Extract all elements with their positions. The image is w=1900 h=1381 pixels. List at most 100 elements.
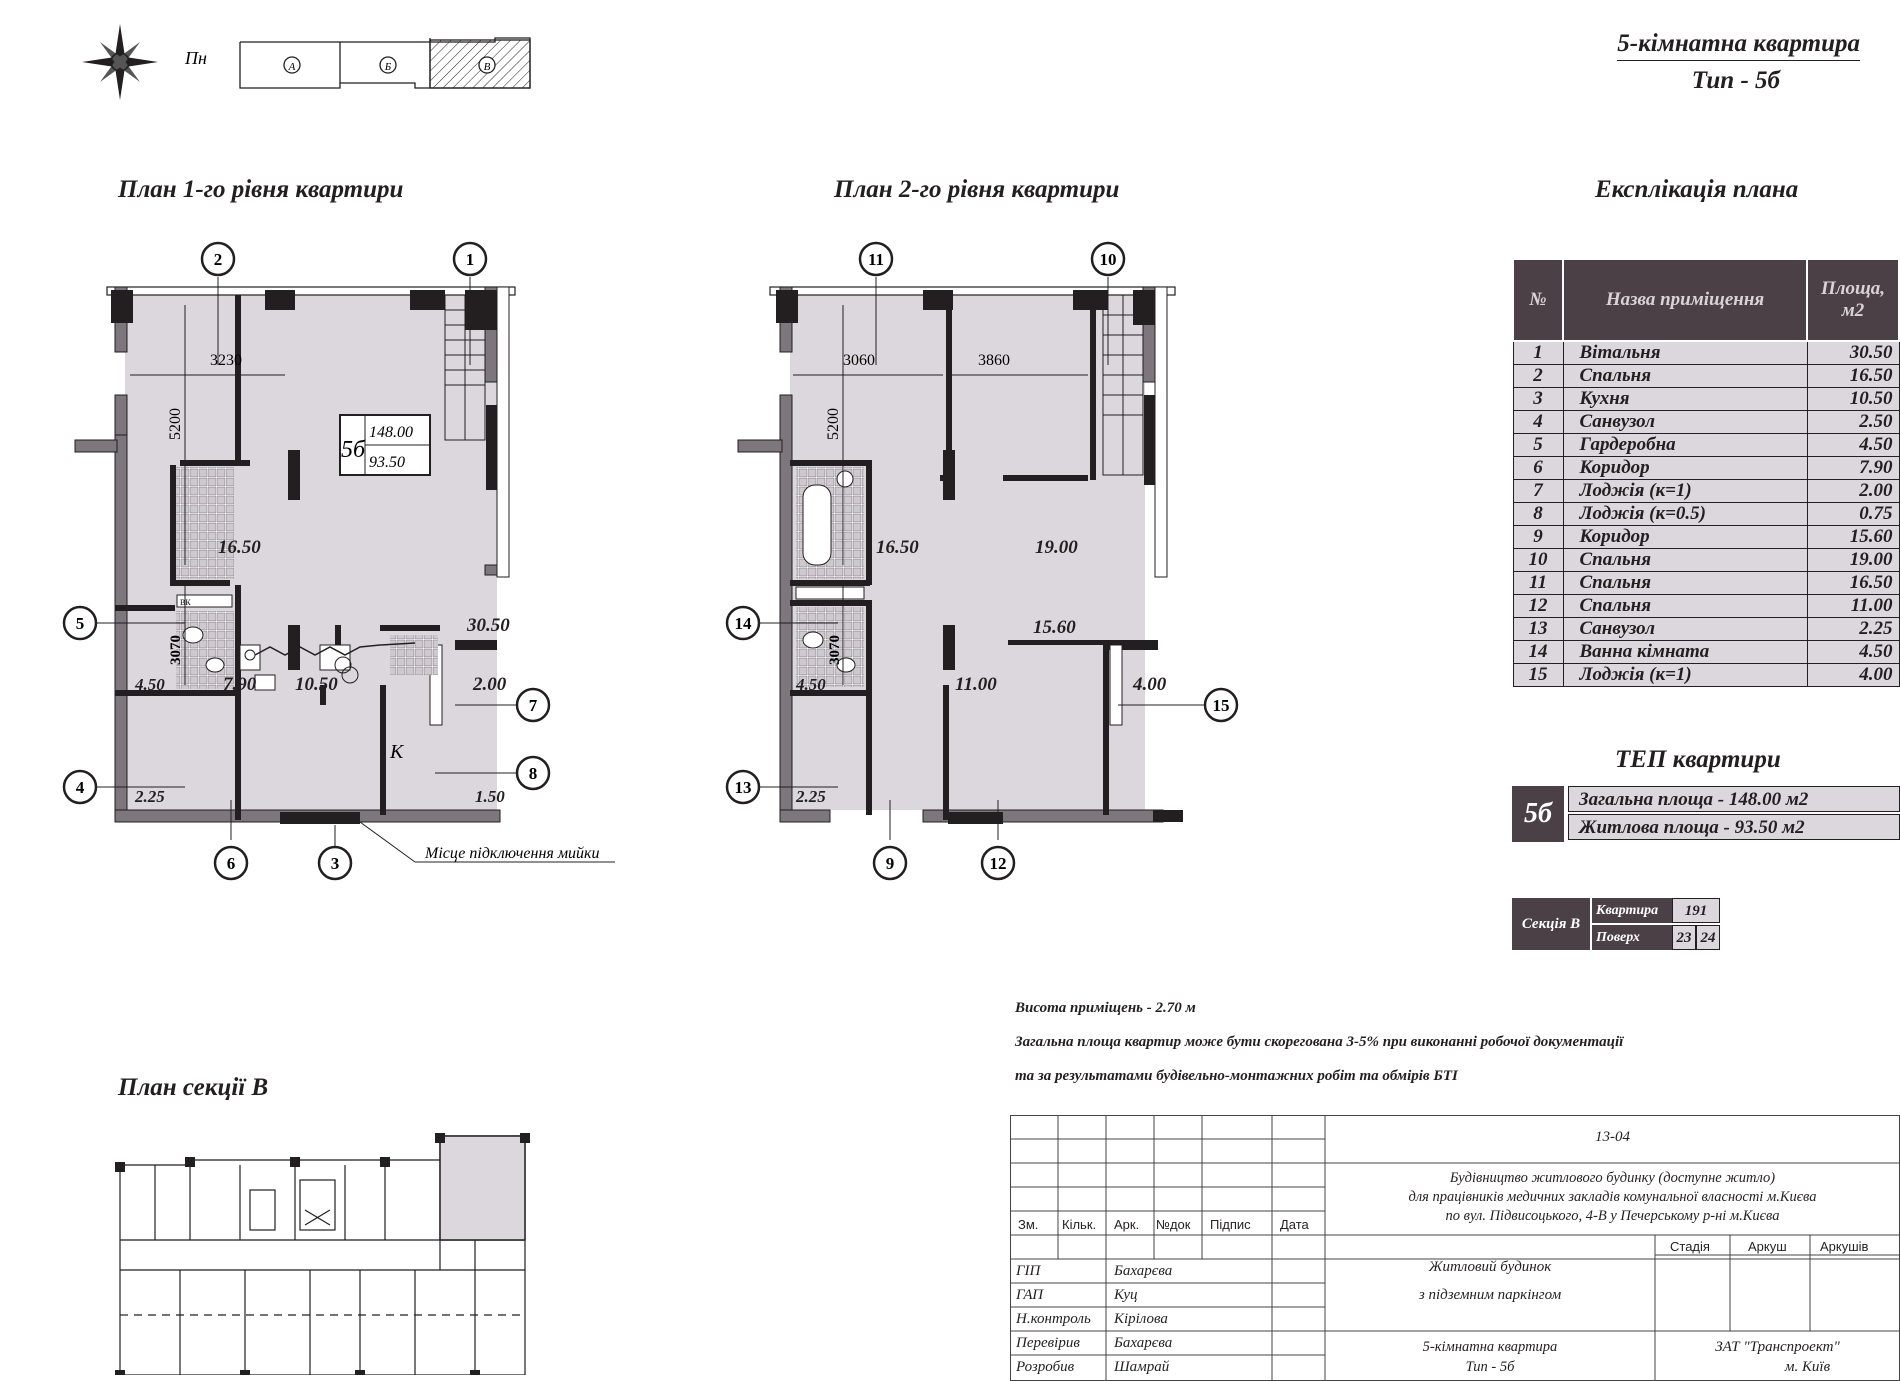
callout-6: 6 [227,854,236,873]
l1-badge-total: 148.00 [369,424,413,441]
stamp-stage: Стадія [1670,1239,1710,1254]
l1-area-living: 30.50 [466,615,510,636]
l2-dim-width2: 3860 [978,352,1010,369]
stamp-project-line2: для працівників медичних закладів комуна… [1408,1189,1817,1205]
col-area: Площа, м2 [1806,258,1900,342]
callout-10: 10 [1100,250,1117,269]
l2-dim-height2: 3070 [827,635,843,665]
callout-2: 2 [214,250,223,269]
l1-area-corridor: 7.90 [223,674,257,695]
l1-area-loggia1: 2.00 [472,674,507,695]
col-number: № [1512,258,1564,342]
note-ceiling-height: Висота приміщень - 2.70 м [1015,1000,1196,1016]
stamp-code: 13-04 [1595,1129,1630,1145]
l2-area-bedroom11: 16.50 [876,537,919,558]
l1-dim-height: 5200 [167,408,184,440]
title-line1: 5-кімнатна квартира [1617,30,1860,61]
compass-rose-icon [82,24,158,100]
section-apartment-value: 191 [1672,898,1720,923]
section-label: Секція В [1512,898,1590,950]
stamp-sheet-line1: 5-кімнатна квартира [1422,1339,1558,1355]
stamp-building-line2: з підземним паркінгом [1418,1287,1562,1303]
l1-dim-width: 3230 [210,352,242,369]
callout-11: 11 [868,250,884,269]
tep-title: ТЕП квартири [1615,746,1781,773]
stamp-company-line1: ЗАТ "Транспроект" [1715,1339,1840,1355]
level2-floor-plan: 3060 3860 5200 3070 16.50 19.00 15.60 4.… [725,241,1239,881]
col-pidpys: Підпис [1210,1217,1251,1232]
note-area-adjustment: Загальна площа квартир може бути скорего… [1015,1034,1624,1050]
level1-floor-plan: ВК 3230 5200 3070 16.50 30.50 4.50 7.90 … [62,241,615,881]
explication-title: Експлікація плана [1595,176,1799,203]
l1-area-kitchen: 10.50 [295,674,338,695]
note-bti: та за результатами будівельно-монтажних … [1015,1068,1458,1084]
l1-area-loggia05: 1.50 [475,787,505,806]
section-floor-value-1: 23 [1672,925,1696,950]
stamp-building: Житловий будинок з підземним паркінгом [1325,1253,1655,1309]
l2-area-loggia: 4.00 [1132,674,1167,695]
l1-area-wc: 2.25 [134,787,165,806]
stamp-sheets: Аркушів [1820,1239,1869,1254]
callout-8: 8 [529,764,538,783]
title-block [1010,1115,1900,1381]
callout-15: 15 [1213,696,1230,715]
l2-area-bedroom10: 19.00 [1035,537,1078,558]
title-line2: Тип - 5б [1691,67,1780,94]
l2-dim-height: 5200 [825,408,842,440]
level1-plan-title: План 1-го рівня квартири [118,176,404,203]
stamp-project-line1: Будівництво житлового будинку (доступне … [1449,1170,1776,1186]
stamp-project-line3: по вул. Підвисоцького, 4-В у Печерському… [1445,1208,1780,1224]
l1-sink-note: Місце підключення мийки [424,845,600,862]
level2-plan-title: План 2-го рівня квартири [834,176,1120,203]
l1-badge-living: 93.50 [369,454,405,471]
section-floor-label: Поверх [1592,925,1672,950]
l2-area-corridor: 15.60 [1033,617,1076,638]
tep-living-area: Житлова площа - 93.50 м2 [1568,814,1900,840]
section-v-label: В [484,61,491,73]
section-b-label: Б [384,61,392,73]
stamp-building-line1: Житловий будинок [1428,1259,1552,1275]
stamp-sheet-line2: Тип - 5б [1465,1359,1515,1375]
section-key-plan [239,37,531,89]
apartment-type-title: 5-кімнатна квартира Тип - 5б [1560,30,1860,95]
l1-kitchen-label: К [389,741,405,763]
section-apartment-label: Квартира [1592,898,1672,923]
l1-dim-height2: 3070 [168,635,184,665]
col-kilk: Кільк. [1062,1217,1097,1232]
stamp-company-line2: м. Київ [1784,1359,1831,1375]
compass-north-label: Пн [184,48,207,68]
tep-total-area: Загальна площа - 148.00 м2 [1568,786,1900,812]
tep-badge: 5б [1512,786,1564,842]
l2-area-bath: 4.50 [795,675,826,694]
callout-14: 14 [735,614,753,633]
l2-dim-width1: 3060 [843,352,875,369]
title-block-text: 13-04 Будівництво житлового будинку (дос… [1010,1115,1900,1381]
col-data: Дата [1280,1217,1309,1232]
callout-7: 7 [529,696,538,715]
section-info-box: Секція В Квартира 191 Поверх 23 24 [1512,898,1720,950]
vk-label: ВК [180,598,191,607]
l1-badge-type: 5б [341,437,366,463]
callout-4: 4 [76,778,85,797]
tep-block: 5б Загальна площа - 148.00 м2 Житлова пл… [1512,786,1900,842]
callout-12: 12 [990,854,1007,873]
l1-area-bedroom: 16.50 [218,537,261,558]
col-room-name: Назва приміщення [1562,258,1808,342]
section-floor-value-2: 24 [1696,925,1720,950]
callout-13: 13 [735,778,752,797]
